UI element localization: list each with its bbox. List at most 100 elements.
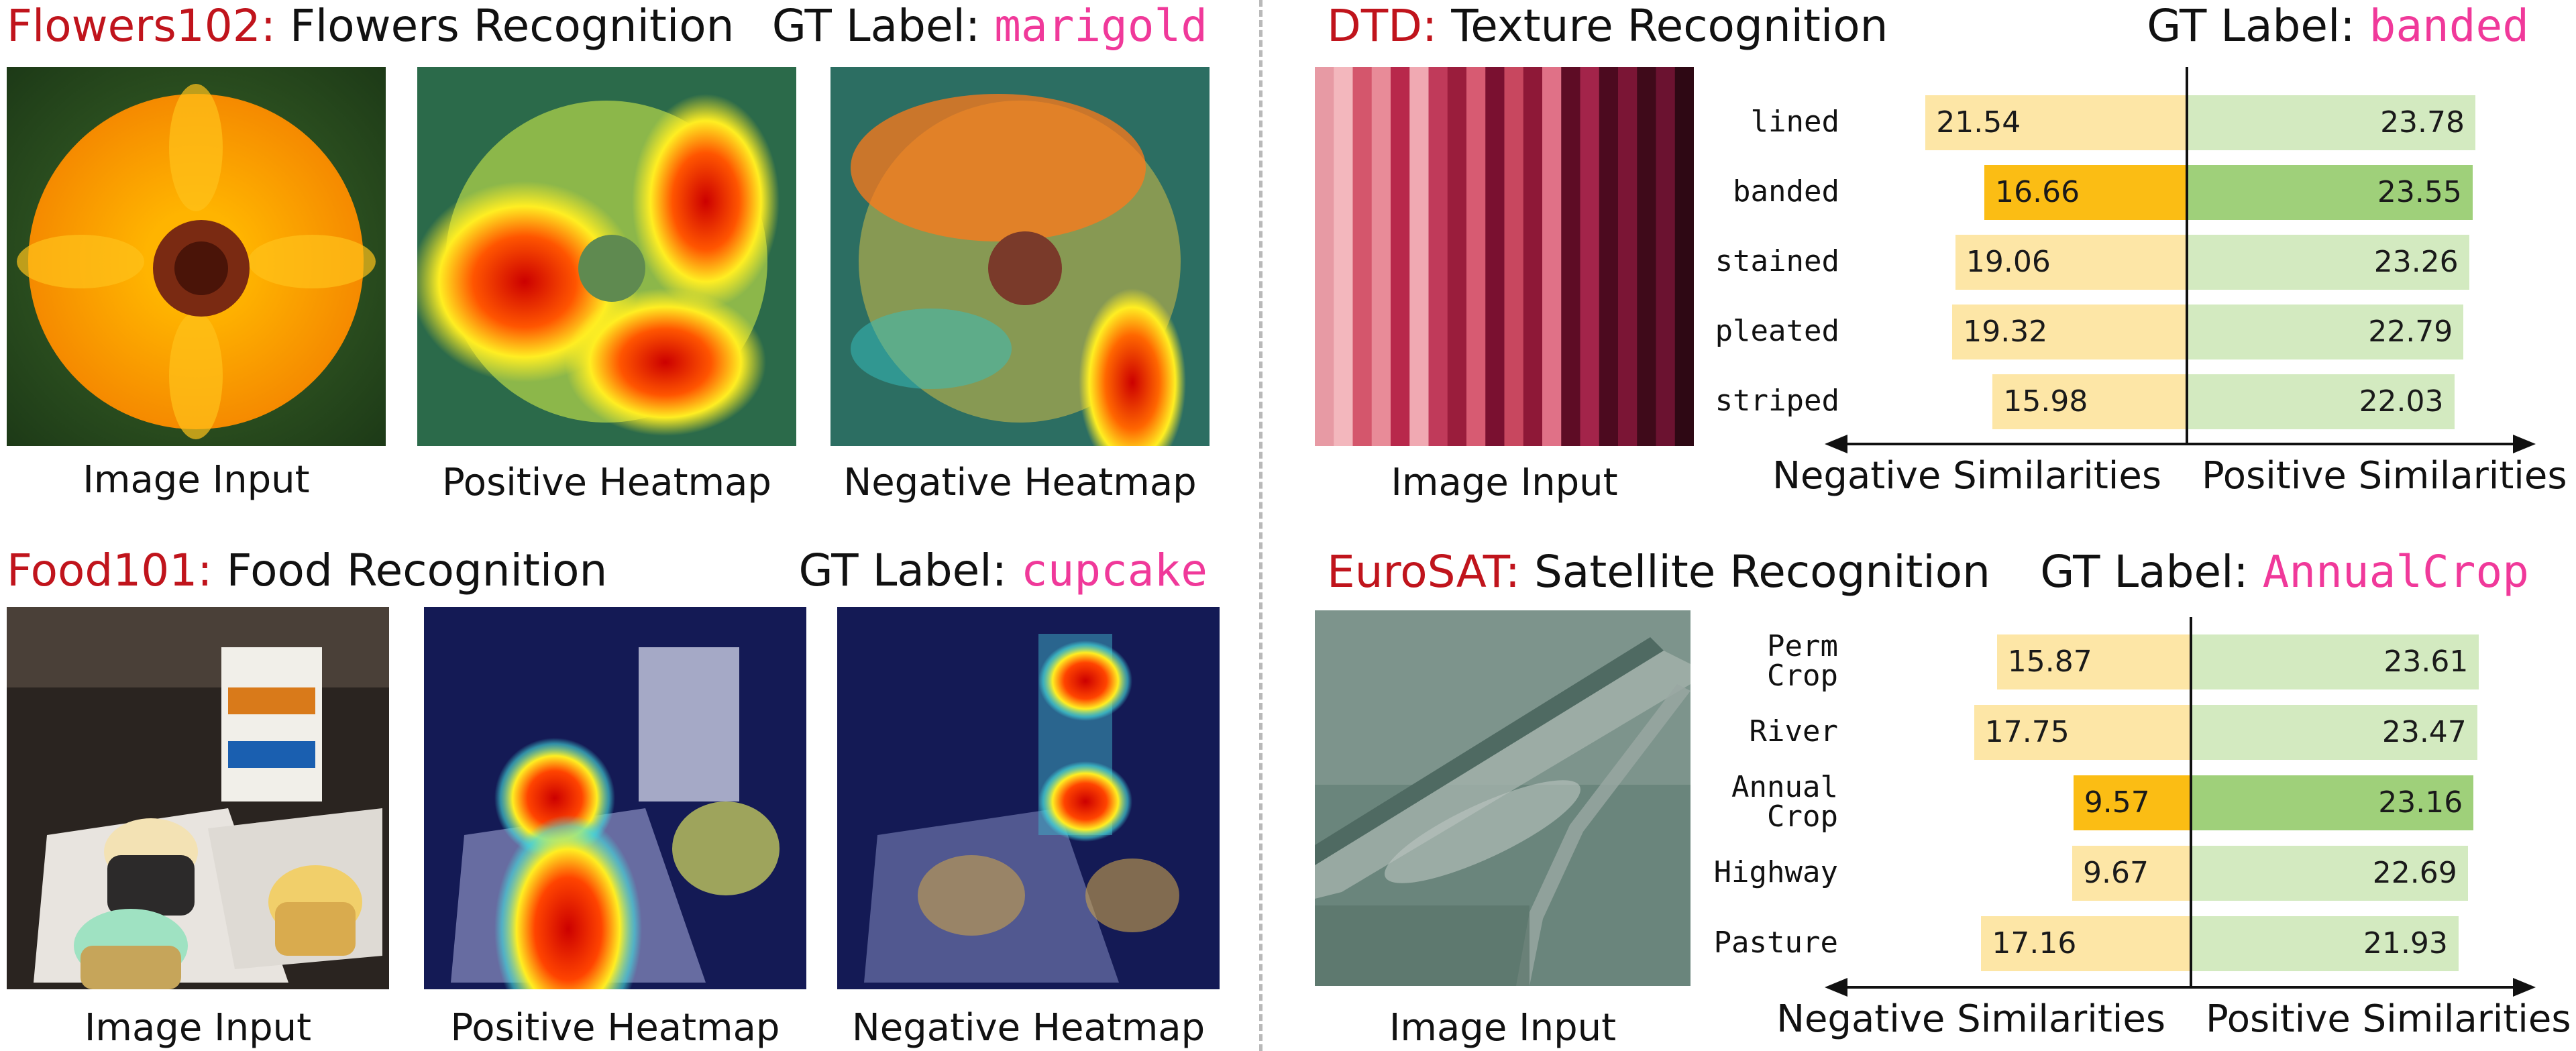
flowers-positive-heatmap [417, 67, 796, 446]
dtd-title: DTD: Texture Recognition [1327, 4, 1888, 48]
negative-axis-label: Negative Similarities [1776, 997, 2165, 1041]
row-label: banded [1733, 174, 1839, 209]
negative-bar: 9.57 [2073, 775, 2190, 830]
row-label: striped [1715, 384, 1839, 418]
food-gt-prefix: GT Label: [798, 545, 1007, 596]
eurosat-gt-prefix: GT Label: [2040, 546, 2249, 598]
food-negative-heatmap [837, 607, 1220, 989]
positive-bar: 23.16 [2192, 775, 2474, 830]
dtd-chart: lined 21.54 23.78 banded 16.66 23.55 stained 19… [1715, 67, 2576, 495]
negative-bar: 9.67 [2072, 846, 2190, 901]
row-label: River [1749, 714, 1838, 749]
positive-bar: 22.79 [2188, 305, 2464, 359]
negative-value: 19.06 [1966, 245, 2051, 279]
flowers-caption-positive: Positive Heatmap [442, 461, 771, 504]
negative-value: 9.57 [2084, 785, 2150, 820]
flowers-gt-value: marigold [994, 0, 1208, 52]
flowers-caption-input: Image Input [83, 458, 310, 502]
negative-bar: 17.16 [1981, 916, 2190, 971]
negative-bar: 15.98 [1992, 374, 2186, 429]
dtd-caption-input: Image Input [1391, 461, 1618, 504]
row-label: lined [1750, 105, 1839, 139]
food-positive-heatmap [424, 607, 806, 989]
positive-value: 23.55 [2377, 175, 2462, 209]
positive-value: 22.69 [2372, 856, 2457, 890]
negative-bar: 19.06 [1955, 235, 2186, 290]
negative-value: 15.98 [2003, 384, 2088, 419]
positive-bar: 22.03 [2188, 374, 2455, 429]
row-label: pleated [1715, 314, 1839, 348]
zero-axis [2186, 67, 2188, 443]
positive-value: 21.93 [2363, 926, 2448, 960]
axis-arrow-right [2513, 978, 2536, 997]
negative-value: 9.67 [2082, 856, 2149, 890]
x-axis [1845, 986, 2516, 989]
negative-bar: 17.75 [1974, 705, 2190, 760]
negative-axis-label: Negative Similarities [1772, 454, 2161, 498]
row-label: Pasture [1713, 926, 1838, 960]
positive-value: 23.61 [2383, 645, 2469, 679]
positive-bar: 23.61 [2192, 634, 2479, 689]
negative-value: 15.87 [2007, 645, 2092, 679]
eurosat-input-image [1315, 610, 1690, 986]
negative-bar: 16.66 [1984, 165, 2186, 220]
negative-value: 21.54 [1936, 105, 2021, 140]
positive-axis-label: Positive Similarities [2202, 454, 2567, 498]
positive-bar: 23.26 [2188, 235, 2469, 290]
flowers-dataset-name: Flowers102: [7, 0, 276, 52]
flowers-title: Flowers102: Flowers Recognition [7, 4, 734, 48]
food-gt-label: GT Label: cupcake [738, 549, 1208, 593]
positive-value: 23.78 [2380, 105, 2465, 140]
eurosat-gt-label: GT Label: AnnualCrop [1972, 550, 2529, 594]
dtd-input-image [1315, 67, 1694, 446]
negative-value: 17.16 [1992, 926, 2077, 960]
eurosat-dataset-name: EuroSAT: [1327, 546, 1521, 598]
zero-axis [2190, 617, 2192, 986]
negative-bar: 15.87 [1996, 634, 2190, 689]
negative-bar: 21.54 [1925, 95, 2186, 150]
positive-value: 22.79 [2368, 315, 2453, 349]
dtd-task-name: Texture Recognition [1451, 0, 1888, 52]
flowers-gt-label: GT Label: marigold [738, 4, 1208, 48]
food-caption-input: Image Input [84, 1006, 312, 1050]
axis-arrow-left [1825, 435, 1847, 453]
food-gt-value: cupcake [1020, 545, 1208, 596]
negative-value: 19.32 [1963, 315, 2048, 349]
axis-arrow-left [1825, 978, 1847, 997]
positive-bar: 23.55 [2188, 165, 2473, 220]
positive-bar: 21.93 [2192, 916, 2459, 971]
positive-axis-label: Positive Similarities [2206, 997, 2571, 1041]
food-input-image [7, 607, 389, 989]
panel-divider [1259, 0, 1263, 1051]
dtd-gt-value: banded [2369, 0, 2529, 52]
positive-bar: 23.47 [2192, 705, 2477, 760]
food-title: Food101: Food Recognition [7, 549, 607, 593]
dtd-gt-label: GT Label: banded [2026, 4, 2529, 48]
eurosat-task-name: Satellite Recognition [1534, 546, 1990, 598]
negative-value: 17.75 [1984, 715, 2070, 749]
flowers-caption-negative: Negative Heatmap [843, 461, 1197, 504]
eurosat-gt-value: AnnualCrop [2262, 546, 2529, 598]
row-label: Highway [1713, 855, 1838, 889]
positive-bar: 23.78 [2188, 95, 2476, 150]
positive-value: 22.03 [2359, 384, 2444, 419]
negative-bar: 19.32 [1952, 305, 2186, 359]
negative-value: 16.66 [1995, 175, 2080, 209]
flowers-task-name: Flowers Recognition [289, 0, 735, 52]
flowers-input-image [7, 67, 386, 446]
row-label: stained [1715, 244, 1839, 278]
row-label: Annual Crop [1731, 770, 1838, 834]
food-caption-negative: Negative Heatmap [851, 1006, 1205, 1050]
eurosat-caption-input: Image Input [1389, 1006, 1617, 1050]
positive-bar: 22.69 [2192, 846, 2468, 901]
dtd-gt-prefix: GT Label: [2147, 0, 2355, 52]
positive-value: 23.26 [2373, 245, 2459, 279]
food-dataset-name: Food101: [7, 545, 213, 596]
dtd-dataset-name: DTD: [1327, 0, 1438, 52]
positive-value: 23.47 [2381, 715, 2467, 749]
x-axis [1845, 443, 2516, 445]
food-task-name: Food Recognition [226, 545, 608, 596]
axis-arrow-right [2513, 435, 2536, 453]
food-caption-positive: Positive Heatmap [450, 1006, 780, 1050]
